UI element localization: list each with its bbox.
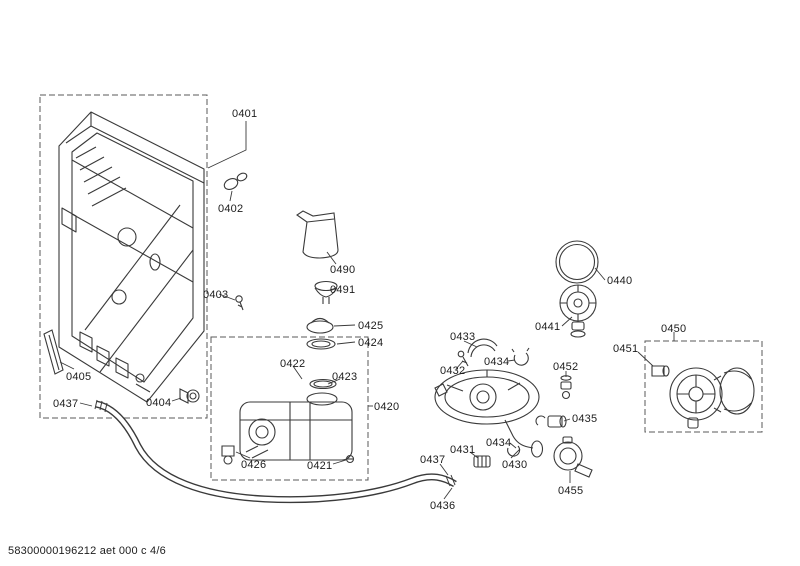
part-0422-tank (239, 401, 353, 461)
part-0432-screw (457, 350, 465, 358)
part-label-0434-clip: 0434 (484, 356, 510, 368)
part-label-0421: 0421 (307, 460, 333, 472)
part-0435-valve (535, 415, 546, 426)
part-label-0402: 0402 (218, 203, 244, 215)
part-0491-funnel (314, 280, 338, 304)
part-label-0455: 0455 (558, 485, 584, 497)
assembly-boundary-boxes (39, 94, 763, 481)
part-label-0431: 0431 (450, 444, 476, 456)
part-0404-valve (179, 388, 200, 404)
part-label-0405: 0405 (66, 371, 92, 383)
part-0403-screw (235, 295, 244, 311)
part-label-0422: 0422 (280, 358, 306, 370)
part-0455-pump (553, 441, 583, 471)
part-0421-screw (345, 454, 355, 464)
part-0430-elbow (504, 419, 534, 449)
part-label-0424: 0424 (358, 337, 384, 349)
part-label-0426: 0426 (241, 459, 267, 471)
softener-assembly-drawing (221, 378, 355, 465)
part-label-0425: 0425 (358, 320, 384, 332)
part-0426-valve (221, 445, 235, 457)
softener-boundary-box (210, 336, 369, 481)
part-label-0435: 0435 (572, 413, 598, 425)
part-label-0420: 0420 (374, 401, 400, 413)
part-0402-seal (223, 172, 248, 190)
part-label-0430: 0430 (502, 459, 528, 471)
part-label-0436: 0436 (430, 500, 456, 512)
pump-boundary-box (644, 340, 763, 433)
part-label-0423: 0423 (332, 371, 358, 383)
part-0440-oring (555, 240, 599, 284)
part-0451-fitting (651, 365, 665, 377)
part-label-0440: 0440 (607, 275, 633, 287)
part-0490-jug (296, 210, 339, 259)
circulation-pump-drawing (651, 365, 755, 429)
part-0437-hose (94, 399, 457, 504)
part-label-0490: 0490 (330, 264, 356, 276)
part-0434-clamp-upper (513, 352, 529, 366)
tub-drawing (58, 111, 205, 403)
part-0433-clip (467, 338, 498, 354)
part-label-0404: 0404 (146, 397, 172, 409)
part-label-0452: 0452 (553, 361, 579, 373)
part-label-0437-tub: 0437 (53, 398, 79, 410)
leader-lines (59, 121, 675, 500)
pump-housing (669, 367, 723, 421)
part-label-0434-clamp: 0434 (486, 437, 512, 449)
document-code: 58300000196212 aet 000 c 4/6 (8, 545, 166, 557)
part-0424-ring (306, 338, 336, 350)
part-0425-cap (306, 317, 334, 334)
part-label-0401: 0401 (232, 108, 258, 120)
pump-motor (719, 367, 755, 415)
heater-pump-parts (535, 240, 599, 478)
tub-boundary-box (39, 94, 208, 419)
part-0434-clamp-lower (507, 445, 521, 457)
part-label-0433: 0433 (450, 331, 476, 343)
part-label-0432: 0432 (440, 365, 466, 377)
part-0423-gasket (309, 378, 337, 390)
part-label-0403: 0403 (203, 289, 229, 301)
part-0405-strip (43, 329, 64, 375)
part-label-0491: 0491 (330, 284, 356, 296)
part-label-0437-sump: 0437 (420, 454, 446, 466)
part-label-0451: 0451 (613, 343, 639, 355)
part-label-0450: 0450 (661, 323, 687, 335)
part-label-0441: 0441 (535, 321, 561, 333)
